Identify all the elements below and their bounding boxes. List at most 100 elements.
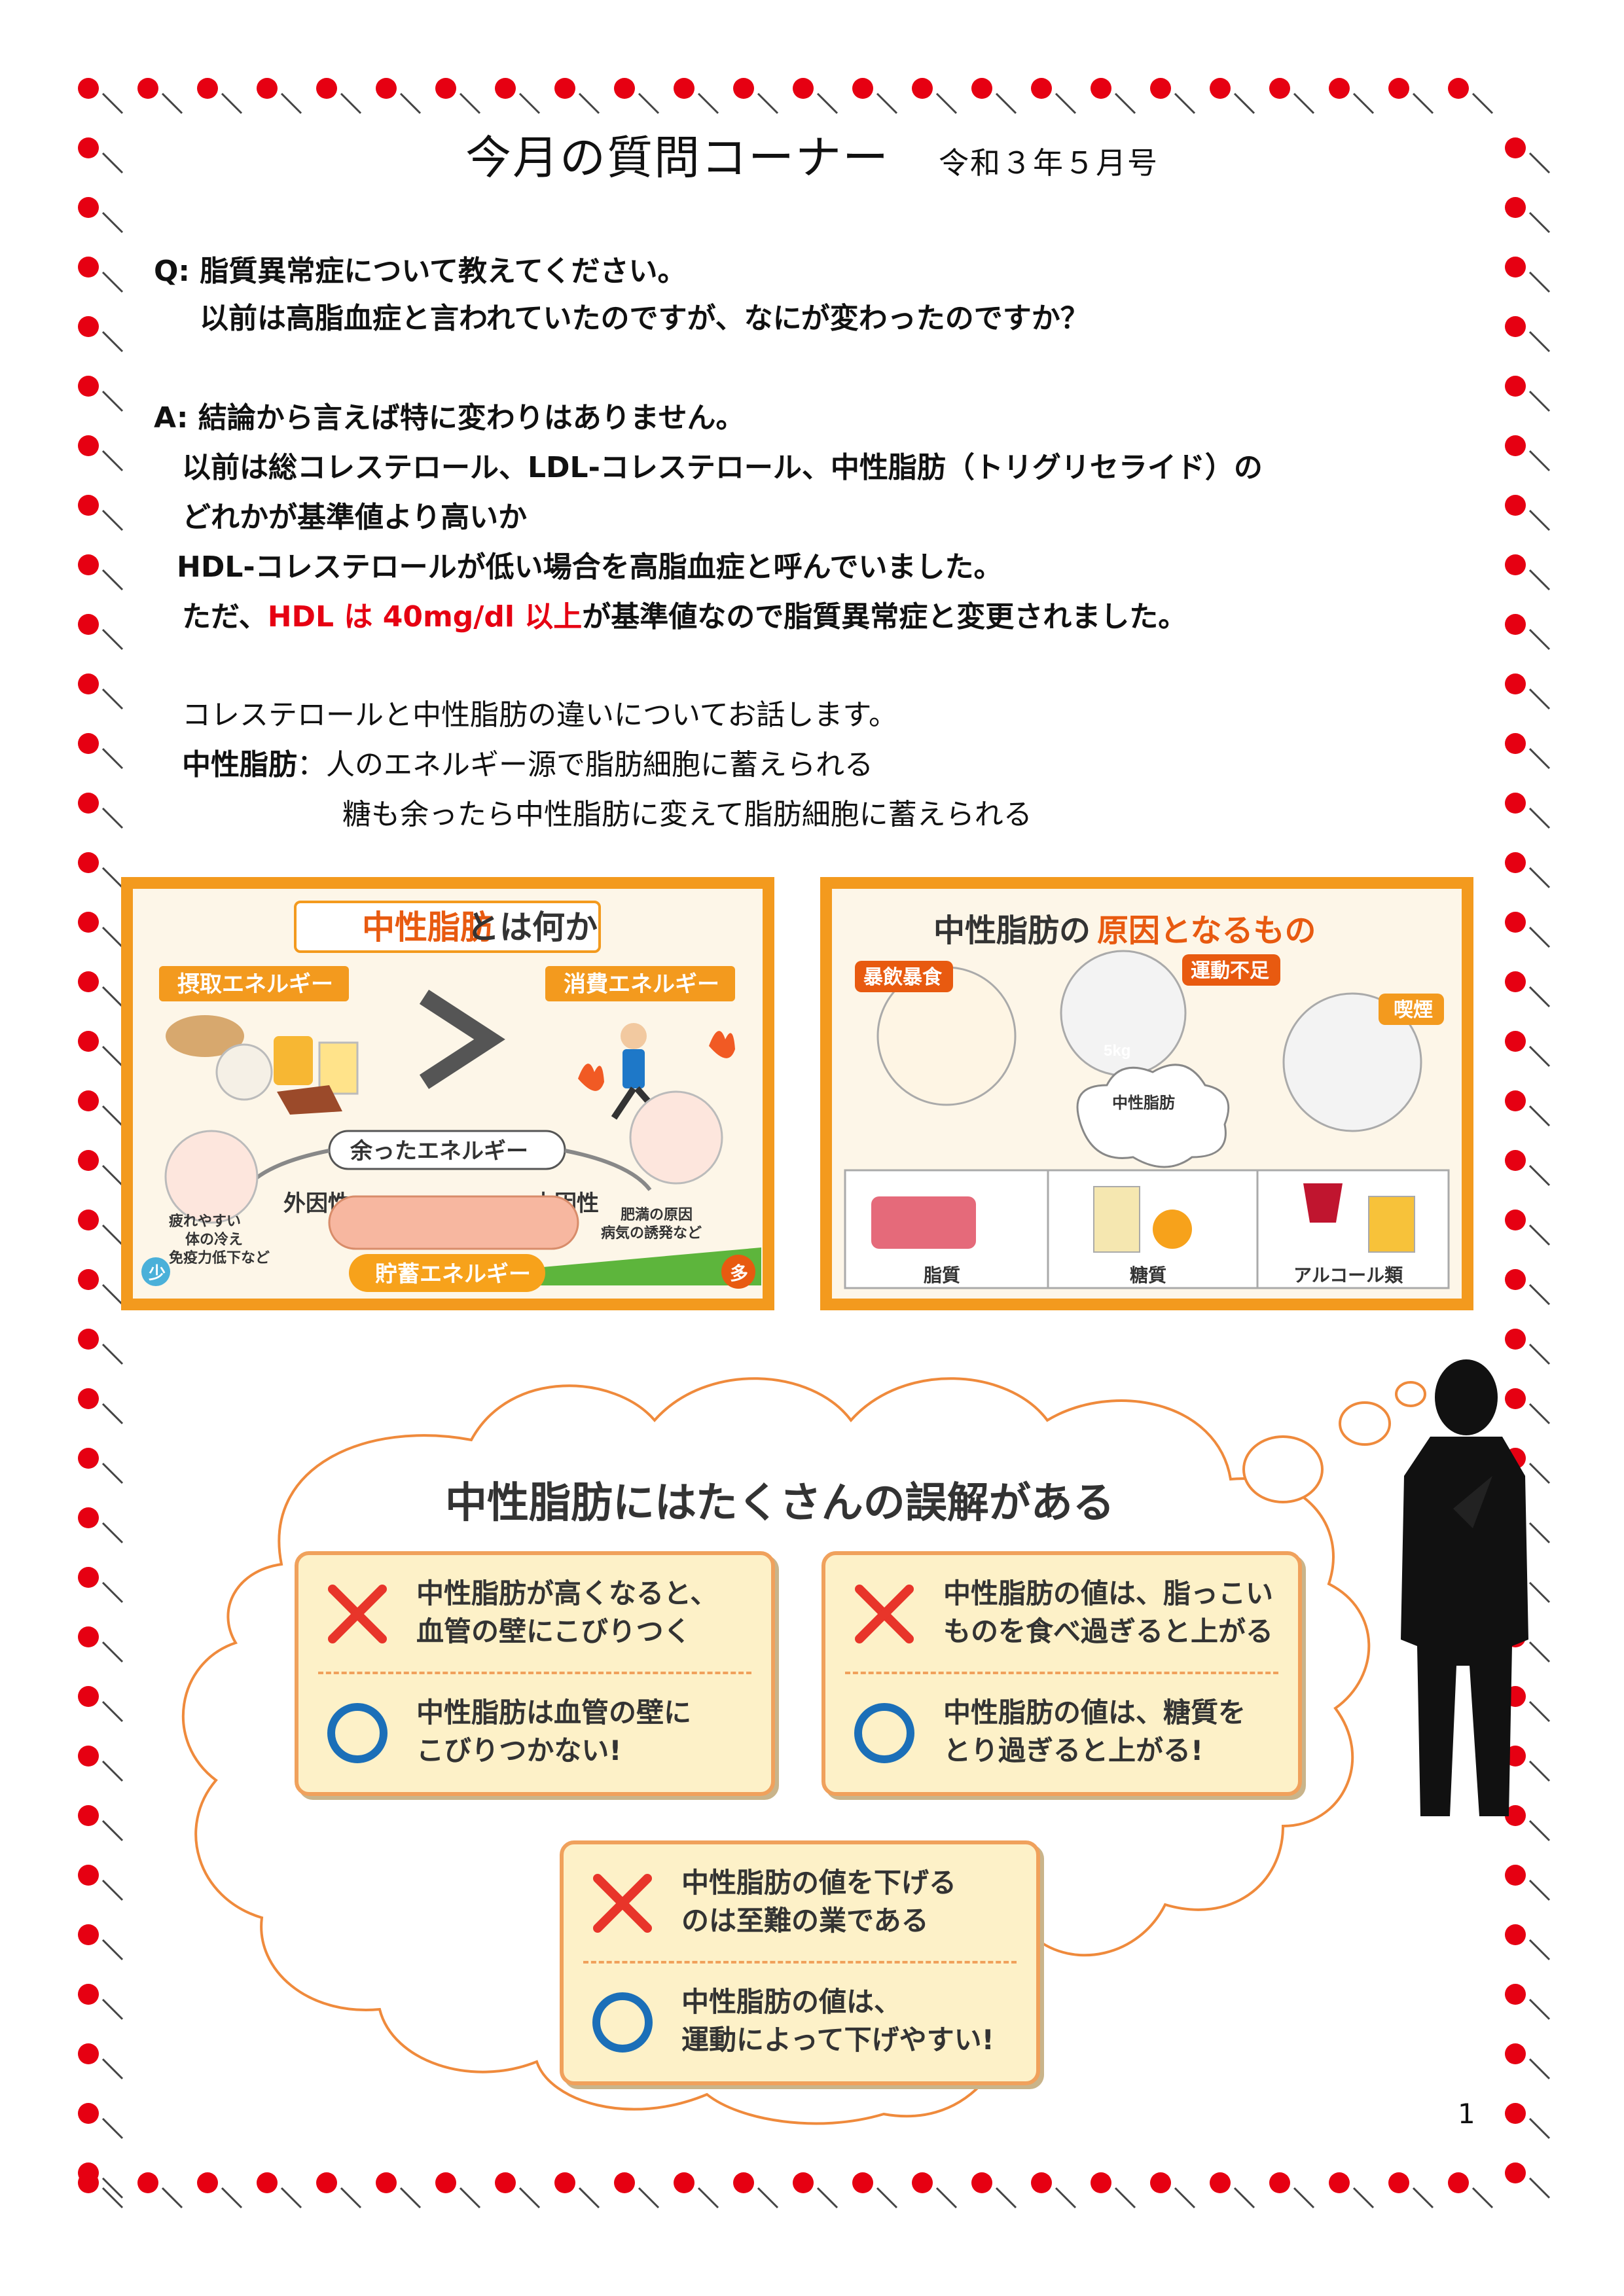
border-dot bbox=[78, 912, 99, 933]
border-dot bbox=[554, 2172, 575, 2193]
card-3-wrong-text: 中性脂肪の値を下げる のは至難の業である bbox=[681, 1867, 957, 1937]
energy-diagram: 中性脂肪 とは何か 摂取エネルギー 消費エネルギー bbox=[141, 901, 761, 1292]
panel-left-title-red: 中性脂肪 bbox=[362, 909, 493, 946]
businessman-silhouette bbox=[1401, 1359, 1528, 1816]
border-slash bbox=[1528, 390, 1551, 412]
border-slash bbox=[101, 1820, 124, 1842]
many-label: 多 bbox=[730, 1263, 748, 1283]
border-dot bbox=[435, 78, 456, 99]
border-slash bbox=[101, 1939, 124, 1961]
border-slash bbox=[101, 92, 124, 115]
border-slash bbox=[101, 152, 124, 174]
border-slash bbox=[578, 92, 600, 115]
border-slash bbox=[578, 2187, 600, 2209]
border-slash bbox=[101, 628, 124, 651]
border-dot bbox=[1505, 971, 1526, 992]
wrong-x-icon bbox=[328, 1585, 387, 1643]
wine-illustration-icon bbox=[1303, 1183, 1343, 1223]
meat-illustration-icon bbox=[871, 1196, 976, 1249]
border-dot bbox=[1210, 2172, 1231, 2193]
border-slash bbox=[1528, 1581, 1551, 1604]
border-dot bbox=[78, 733, 99, 754]
border-dot bbox=[78, 1210, 99, 1230]
border-slash bbox=[101, 2058, 124, 2080]
border-dot bbox=[1448, 78, 1469, 99]
border-slash bbox=[1233, 92, 1255, 115]
border-dot bbox=[78, 1567, 99, 1588]
few-label: 少 bbox=[148, 1263, 166, 1283]
border-dot bbox=[971, 2172, 992, 2193]
border-dot bbox=[1505, 1805, 1526, 1826]
border-slash bbox=[816, 92, 839, 115]
border-slash bbox=[1528, 1164, 1551, 1187]
border-dot bbox=[78, 1984, 99, 2005]
border-dot bbox=[78, 1090, 99, 1111]
border-dot bbox=[316, 78, 337, 99]
border-dot bbox=[1505, 197, 1526, 218]
border-dot bbox=[1329, 78, 1350, 99]
border-slash bbox=[1412, 92, 1434, 115]
border-slash bbox=[697, 2187, 719, 2209]
border-dot bbox=[78, 971, 99, 992]
border-slash bbox=[1528, 271, 1551, 293]
border-slash bbox=[1293, 92, 1315, 115]
border-slash bbox=[101, 1700, 124, 1723]
border-slash bbox=[1528, 1641, 1551, 1663]
fat-character-icon bbox=[1076, 1064, 1230, 1168]
answer-line-5-suffix: が基準値なので脂質異常症と変更されました。 bbox=[582, 600, 1187, 634]
border-slash bbox=[101, 2117, 124, 2140]
border-slash bbox=[221, 2187, 243, 2209]
misconception-card-1: 中性脂肪が高くなると、 血管の壁にこびりつく 中性脂肪は血管の壁に こびりつかな… bbox=[295, 1551, 775, 1796]
border-dot bbox=[1388, 2172, 1409, 2193]
border-slash bbox=[876, 2187, 898, 2209]
beer-illustration-icon bbox=[1368, 1196, 1415, 1253]
border-dot bbox=[376, 2172, 397, 2193]
border-slash bbox=[101, 1045, 124, 1067]
border-dot bbox=[1505, 1150, 1526, 1171]
border-dot bbox=[793, 78, 814, 99]
border-dot bbox=[78, 1746, 99, 1767]
border-dot bbox=[1505, 435, 1526, 456]
border-dot bbox=[912, 78, 933, 99]
surplus-label: 余ったエネルギー bbox=[350, 1138, 528, 1164]
overeating-label: 暴飲暴食 bbox=[863, 966, 943, 988]
border-slash bbox=[161, 2187, 183, 2209]
card-2-right-text: 中性脂肪の値は、糖質を とり過ぎると上がる! bbox=[943, 1696, 1246, 1767]
border-dot bbox=[78, 2043, 99, 2064]
border-dot bbox=[1210, 78, 1231, 99]
border-slash bbox=[101, 1522, 124, 1544]
border-dot bbox=[78, 316, 99, 337]
border-slash bbox=[459, 92, 481, 115]
border-slash bbox=[935, 92, 958, 115]
border-dot bbox=[257, 2172, 278, 2193]
border-slash bbox=[101, 1164, 124, 1187]
right-note-1: 肥満の原因 bbox=[621, 1206, 693, 1223]
border-dot bbox=[674, 2172, 695, 2193]
border-slash bbox=[1471, 92, 1494, 115]
bottom-label-alcohol: アルコール類 bbox=[1293, 1265, 1403, 1285]
border-slash bbox=[101, 1581, 124, 1604]
border-dot bbox=[197, 2172, 218, 2193]
left-note-1: 疲れやすい bbox=[169, 1213, 241, 1229]
border-slash bbox=[1528, 1879, 1551, 1901]
border-dot bbox=[1505, 316, 1526, 337]
border-slash bbox=[697, 92, 719, 115]
misconception-card-3: 中性脂肪の値を下げる のは至難の業である 中性脂肪の値は、 運動によって下げやす… bbox=[560, 1840, 1040, 2085]
border-dot bbox=[1505, 2103, 1526, 2124]
border-slash bbox=[1528, 2117, 1551, 2140]
right-note-2: 病気の誘発など bbox=[601, 1225, 702, 1241]
border-dot bbox=[1505, 733, 1526, 754]
border-dot bbox=[1031, 78, 1052, 99]
border-slash bbox=[1528, 152, 1551, 174]
border-slash bbox=[638, 2187, 660, 2209]
misconceptions-title: 中性脂肪にはたくさんの誤解がある bbox=[445, 1479, 1115, 1528]
border-dot bbox=[78, 2103, 99, 2124]
border-dot bbox=[1091, 78, 1111, 99]
border-slash bbox=[1528, 1045, 1551, 1067]
border-dot bbox=[78, 554, 99, 575]
border-slash bbox=[1528, 450, 1551, 472]
border-slash bbox=[1528, 628, 1551, 651]
left-note-3: 免疫力低下など bbox=[169, 1249, 270, 1266]
border-slash bbox=[518, 2187, 541, 2209]
border-slash bbox=[101, 2187, 124, 2209]
